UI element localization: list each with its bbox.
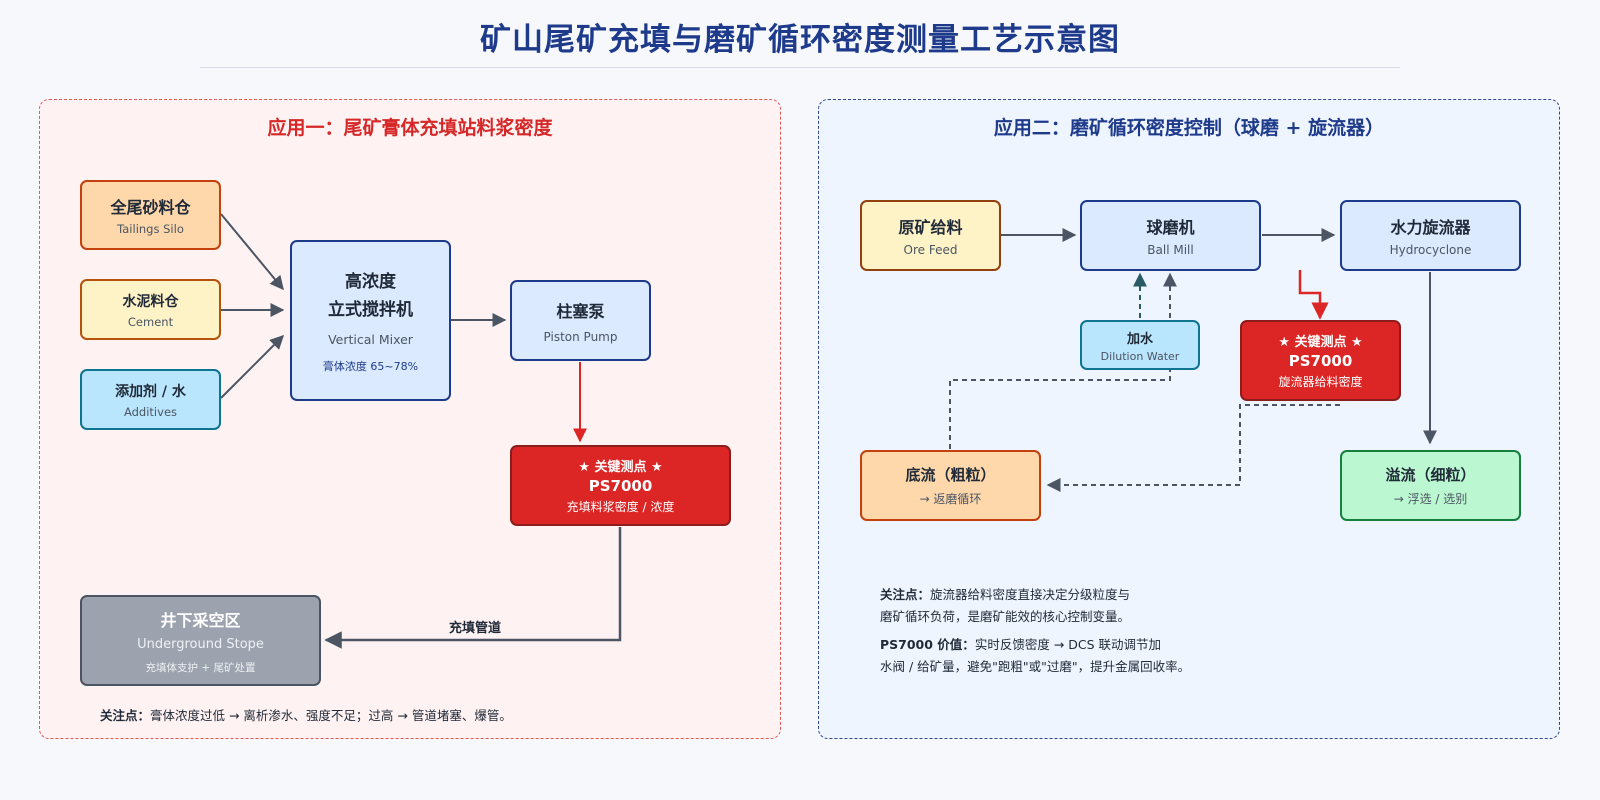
cement-silo-box: 水泥料仓 Cement bbox=[80, 279, 221, 340]
underground-stope-box: 井下采空区 Underground Stope 充填体支护 + 尾矿处置 bbox=[80, 595, 321, 686]
overflow-box: 溢流（细粒） → 浮选 / 选别 bbox=[1340, 450, 1521, 521]
backfill-note-key: 关注点： bbox=[100, 708, 151, 723]
hydrocyclone-sub: Hydrocyclone bbox=[1389, 243, 1472, 257]
ore-feed-sub: Ore Feed bbox=[903, 243, 958, 257]
tailings-silo-box: 全尾砂料仓 Tailings Silo bbox=[80, 180, 221, 250]
ps7000-backfill-box: ★ 关键测点 ★ PS7000 充填料浆密度 / 浓度 bbox=[510, 445, 731, 526]
arrow-silo-to-mixer bbox=[220, 213, 284, 291]
grinding-note-1-text-a: 旋流器给料密度直接决定分级粒度与 bbox=[930, 587, 1131, 602]
grinding-note-2-key: PS7000 价值： bbox=[880, 637, 975, 652]
underflow-box: 底流（粗粒） → 返磨循环 bbox=[860, 450, 1041, 521]
ps7000-backfill-title: PS7000 bbox=[588, 477, 653, 495]
piston-pump-sub: Piston Pump bbox=[543, 329, 618, 344]
underflow-title: 底流（粗粒） bbox=[905, 466, 996, 484]
overflow-title: 溢流（细粒） bbox=[1385, 466, 1476, 484]
hydrocyclone-box: 水力旋流器 Hydrocyclone bbox=[1340, 200, 1521, 271]
panel-title-grinding: 应用二：磨矿循环密度控制（球磨 + 旋流器） bbox=[993, 117, 1385, 139]
arrow-ps-to-underflow bbox=[1046, 404, 1340, 492]
arrow-ps7000-to-stope bbox=[324, 527, 622, 649]
stope-title: 井下采空区 bbox=[160, 610, 241, 630]
ball-mill-box: 球磨机 Ball Mill bbox=[1080, 200, 1261, 271]
grinding-note-2-line1: PS7000 价值：实时反馈密度 → DCS 联动调节加 bbox=[880, 634, 1190, 656]
mixer-title-line2: 立式搅拌机 bbox=[328, 300, 413, 320]
page-title: 矿山尾矿充填与磨矿循环密度测量工艺示意图 bbox=[480, 22, 1120, 58]
piston-pump-title: 柱塞泵 bbox=[556, 301, 605, 321]
mixer-concentration-note: 膏体浓度 65~78% bbox=[322, 360, 419, 373]
cement-silo-title: 水泥料仓 bbox=[122, 293, 179, 310]
grinding-note-2-text-a: 实时反馈密度 → DCS 联动调节加 bbox=[974, 637, 1161, 652]
ps7000-backfill-star: ★ 关键测点 ★ bbox=[578, 460, 663, 475]
additives-box: 添加剂 / 水 Additives bbox=[80, 369, 221, 430]
tailings-silo-title: 全尾砂料仓 bbox=[110, 198, 191, 217]
cement-silo-sub: Cement bbox=[127, 314, 174, 329]
arrow-cyclone-to-ps7000 bbox=[1298, 270, 1329, 320]
grinding-note-1-text-b: 磨矿循环负荷，是磨矿能效的核心控制变量。 bbox=[880, 609, 1131, 624]
backfill-pipe-label: 充填管道 bbox=[449, 621, 502, 636]
piston-pump-box: 柱塞泵 Piston Pump bbox=[510, 280, 651, 361]
arrow-additives-to-mixer bbox=[220, 335, 284, 399]
ps7000-cyclone-box: ★ 关键测点 ★ PS7000 旋流器给料密度 bbox=[1240, 320, 1401, 401]
dilution-water-title: 加水 bbox=[1126, 331, 1153, 347]
hydrocyclone-title: 水力旋流器 bbox=[1390, 218, 1471, 237]
grinding-note-1-key: 关注点： bbox=[880, 587, 931, 602]
grinding-note-1-line1: 关注点：旋流器给料密度直接决定分级粒度与 bbox=[880, 584, 1130, 606]
tailings-silo-sub: Tailings Silo bbox=[117, 222, 184, 236]
title-divider bbox=[200, 67, 1400, 68]
ball-mill-title: 球磨机 bbox=[1146, 218, 1195, 237]
stope-sub: Underground Stope bbox=[137, 636, 264, 652]
panel-title-backfill: 应用一：尾矿膏体充填站料浆密度 bbox=[267, 117, 553, 139]
backfill-note: 关注点：膏体浓度过低 → 离析渗水、强度不足；过高 → 管道堵塞、爆管。 bbox=[100, 705, 512, 727]
mixer-title-line1: 高浓度 bbox=[345, 272, 396, 292]
ore-feed-title: 原矿给料 bbox=[898, 218, 963, 237]
ps7000-cyclone-sub: 旋流器给料密度 bbox=[1278, 375, 1363, 389]
ps7000-backfill-sub: 充填料浆密度 / 浓度 bbox=[566, 500, 675, 514]
grinding-note-2: PS7000 价值：实时反馈密度 → DCS 联动调节加 水阀 / 给矿量，避免… bbox=[880, 634, 1190, 678]
grinding-note-1: 关注点：旋流器给料密度直接决定分级粒度与 磨矿循环负荷，是磨矿能效的核心控制变量… bbox=[880, 584, 1130, 628]
mixer-sub: Vertical Mixer bbox=[328, 332, 413, 347]
dilution-water-sub: Dilution Water bbox=[1100, 349, 1180, 363]
grinding-note-2-text-b: 水阀 / 给矿量，避免"跑粗"或"过磨"，提升金属回收率。 bbox=[880, 659, 1191, 674]
additives-title: 添加剂 / 水 bbox=[115, 383, 186, 400]
ball-mill-sub: Ball Mill bbox=[1147, 243, 1194, 257]
vertical-mixer-box: 高浓度 立式搅拌机 Vertical Mixer 膏体浓度 65~78% bbox=[290, 240, 451, 401]
additives-sub: Additives bbox=[123, 404, 178, 419]
overflow-sub: → 浮选 / 选别 bbox=[1393, 492, 1468, 506]
dilution-water-box: 加水 Dilution Water bbox=[1080, 320, 1200, 370]
backfill-note-text: 膏体浓度过低 → 离析渗水、强度不足；过高 → 管道堵塞、爆管。 bbox=[150, 708, 512, 723]
ps7000-cyclone-star: ★ 关键测点 ★ bbox=[1278, 335, 1363, 350]
ps7000-cyclone-title: PS7000 bbox=[1288, 352, 1353, 370]
stope-note: 充填体支护 + 尾矿处置 bbox=[145, 661, 256, 674]
underflow-sub: → 返磨循环 bbox=[919, 492, 982, 506]
ore-feed-box: 原矿给料 Ore Feed bbox=[860, 200, 1001, 271]
